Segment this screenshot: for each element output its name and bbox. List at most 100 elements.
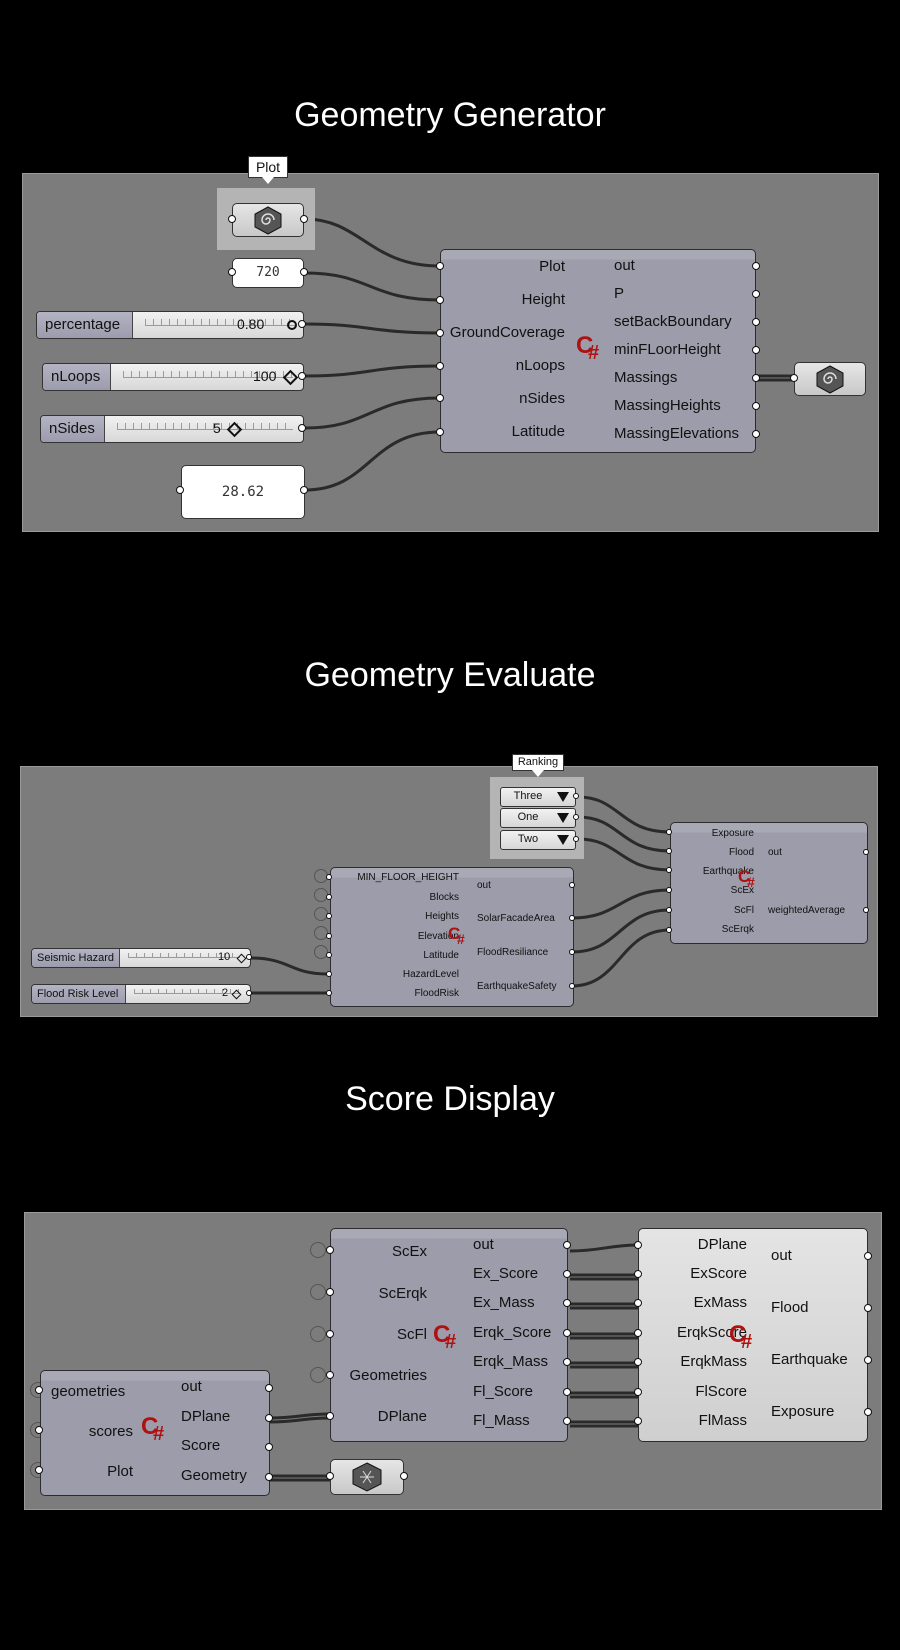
- mesh-param-output[interactable]: [400, 1472, 408, 1480]
- nloops-slider[interactable]: nLoops 100: [42, 363, 304, 391]
- wavg-port-in-earthquake[interactable]: [666, 867, 672, 873]
- slider-track[interactable]: [117, 423, 293, 430]
- source-port-in-geometries[interactable]: [35, 1386, 43, 1394]
- slider-track[interactable]: [134, 989, 240, 994]
- wavg-port-out-out[interactable]: [863, 849, 869, 855]
- height-number-panel[interactable]: 720: [232, 258, 304, 288]
- source-port-out-geometry[interactable]: [265, 1473, 273, 1481]
- split-port-out-out[interactable]: [563, 1241, 571, 1249]
- height-panel-input[interactable]: [228, 268, 236, 276]
- evaluate-port-in-blocks[interactable]: [326, 894, 332, 900]
- plot-param-output[interactable]: [300, 215, 308, 223]
- percentage-slider[interactable]: percentage 0.80: [36, 311, 304, 339]
- source-port-out-dplane[interactable]: [265, 1414, 273, 1422]
- viz-port-in-erqkmass[interactable]: [634, 1358, 642, 1366]
- wavg-port-in-exposure[interactable]: [666, 829, 672, 835]
- slider-grip-diamond[interactable]: [236, 953, 247, 964]
- source-port-in-scores[interactable]: [35, 1426, 43, 1434]
- evaluate-port-out-out[interactable]: [569, 882, 575, 888]
- wavg-port-in-scex[interactable]: [666, 887, 672, 893]
- ranking-dropdown-1[interactable]: Three: [500, 787, 576, 807]
- source-port-out-score[interactable]: [265, 1443, 273, 1451]
- massings-param-input[interactable]: [790, 374, 798, 382]
- dropdown-arrow-icon[interactable]: [557, 792, 569, 802]
- split-port-out-fl-score[interactable]: [563, 1388, 571, 1396]
- slider-track[interactable]: [128, 953, 240, 958]
- geometry-generator-component[interactable]: Plot Height GroundCoverage nLoops nSides…: [440, 249, 756, 453]
- viz-port-out-exposure[interactable]: [864, 1408, 872, 1416]
- generator-port-out-minfloorheight[interactable]: [752, 346, 760, 354]
- plot-param[interactable]: [232, 203, 304, 237]
- generator-port-out-massingelevations[interactable]: [752, 430, 760, 438]
- generator-port-in-nloops[interactable]: [436, 362, 444, 370]
- latitude-panel-output[interactable]: [300, 486, 308, 494]
- evaluate-port-in-latitude[interactable]: [326, 952, 332, 958]
- generator-port-out-p[interactable]: [752, 290, 760, 298]
- ranking-dropdown-3[interactable]: Two: [500, 830, 576, 850]
- split-port-in-scerqk[interactable]: [326, 1288, 334, 1296]
- ranking-dropdown-2[interactable]: One: [500, 808, 576, 828]
- viz-port-in-exmass[interactable]: [634, 1299, 642, 1307]
- flood-risk-output[interactable]: [246, 990, 252, 996]
- split-port-in-scex[interactable]: [326, 1246, 334, 1254]
- latitude-panel-input[interactable]: [176, 486, 184, 494]
- score-visualize-component[interactable]: DPlane ExScore ExMass ErqkScore ErqkMass…: [638, 1228, 868, 1442]
- latitude-number-panel[interactable]: 28.62: [181, 465, 305, 519]
- percentage-slider-output[interactable]: [298, 320, 306, 328]
- viz-port-out-flood[interactable]: [864, 1304, 872, 1312]
- dropdown-2-output[interactable]: [573, 814, 579, 820]
- viz-port-in-exscore[interactable]: [634, 1270, 642, 1278]
- generator-port-in-plot[interactable]: [436, 262, 444, 270]
- split-port-out-erqk-mass[interactable]: [563, 1358, 571, 1366]
- geometry-mesh-param[interactable]: [330, 1459, 404, 1495]
- dropdown-arrow-icon[interactable]: [557, 813, 569, 823]
- geometry-evaluate-component[interactable]: MIN_FLOOR_HEIGHT Blocks Heights Elevatio…: [330, 867, 574, 1007]
- evaluate-port-in-elevation[interactable]: [326, 933, 332, 939]
- viz-port-out-out[interactable]: [864, 1252, 872, 1260]
- viz-port-in-erqkscore[interactable]: [634, 1329, 642, 1337]
- evaluate-port-out-solarfacadearea[interactable]: [569, 915, 575, 921]
- wavg-port-out-weightedaverage[interactable]: [863, 907, 869, 913]
- weighted-average-component[interactable]: Exposure Flood Earthquake ScEx ScFl ScEr…: [670, 822, 868, 944]
- split-port-in-dplane[interactable]: [326, 1412, 334, 1420]
- viz-port-in-flscore[interactable]: [634, 1388, 642, 1396]
- plot-param-input[interactable]: [228, 215, 236, 223]
- viz-port-out-earthquake[interactable]: [864, 1356, 872, 1364]
- height-panel-output[interactable]: [300, 268, 308, 276]
- evaluate-port-out-floodresiliance[interactable]: [569, 949, 575, 955]
- seismic-hazard-output[interactable]: [246, 954, 252, 960]
- wavg-port-in-scerqk[interactable]: [666, 927, 672, 933]
- generator-port-out-massings[interactable]: [752, 374, 760, 382]
- split-port-out-fl-mass[interactable]: [563, 1417, 571, 1425]
- split-port-in-scfl[interactable]: [326, 1330, 334, 1338]
- evaluate-port-in-heights[interactable]: [326, 913, 332, 919]
- slider-track[interactable]: [123, 371, 293, 378]
- mesh-param-input[interactable]: [326, 1472, 334, 1480]
- split-port-out-ex-mass[interactable]: [563, 1299, 571, 1307]
- nsides-slider-output[interactable]: [298, 424, 306, 432]
- generator-port-out-setbackboundary[interactable]: [752, 318, 760, 326]
- nloops-slider-output[interactable]: [298, 372, 306, 380]
- split-port-out-ex-score[interactable]: [563, 1270, 571, 1278]
- evaluate-port-in-floodrisk[interactable]: [326, 990, 332, 996]
- generator-port-in-nsides[interactable]: [436, 394, 444, 402]
- slider-track[interactable]: [145, 319, 295, 326]
- split-port-out-erqk-score[interactable]: [563, 1329, 571, 1337]
- generator-port-in-latitude[interactable]: [436, 428, 444, 436]
- wavg-port-in-flood[interactable]: [666, 848, 672, 854]
- seismic-hazard-slider[interactable]: Seismic Hazard 10: [31, 948, 251, 968]
- split-port-in-geometries[interactable]: [326, 1371, 334, 1379]
- viz-port-in-flmass[interactable]: [634, 1417, 642, 1425]
- viz-port-in-dplane[interactable]: [634, 1241, 642, 1249]
- score-display-source-component[interactable]: geometries scores Plot C# out DPlane Sco…: [40, 1370, 270, 1496]
- massings-geometry-param[interactable]: [794, 362, 866, 396]
- generator-port-in-groundcoverage[interactable]: [436, 329, 444, 337]
- slider-grip-circle[interactable]: [287, 320, 297, 330]
- generator-port-in-height[interactable]: [436, 296, 444, 304]
- dropdown-arrow-icon[interactable]: [557, 835, 569, 845]
- evaluate-port-out-earthquakesafety[interactable]: [569, 983, 575, 989]
- source-port-out-out[interactable]: [265, 1384, 273, 1392]
- evaluate-port-in-hazardlevel[interactable]: [326, 971, 332, 977]
- score-split-component[interactable]: ScEx ScErqk ScFl Geometries DPlane C# ou…: [330, 1228, 568, 1442]
- source-port-in-plot[interactable]: [35, 1466, 43, 1474]
